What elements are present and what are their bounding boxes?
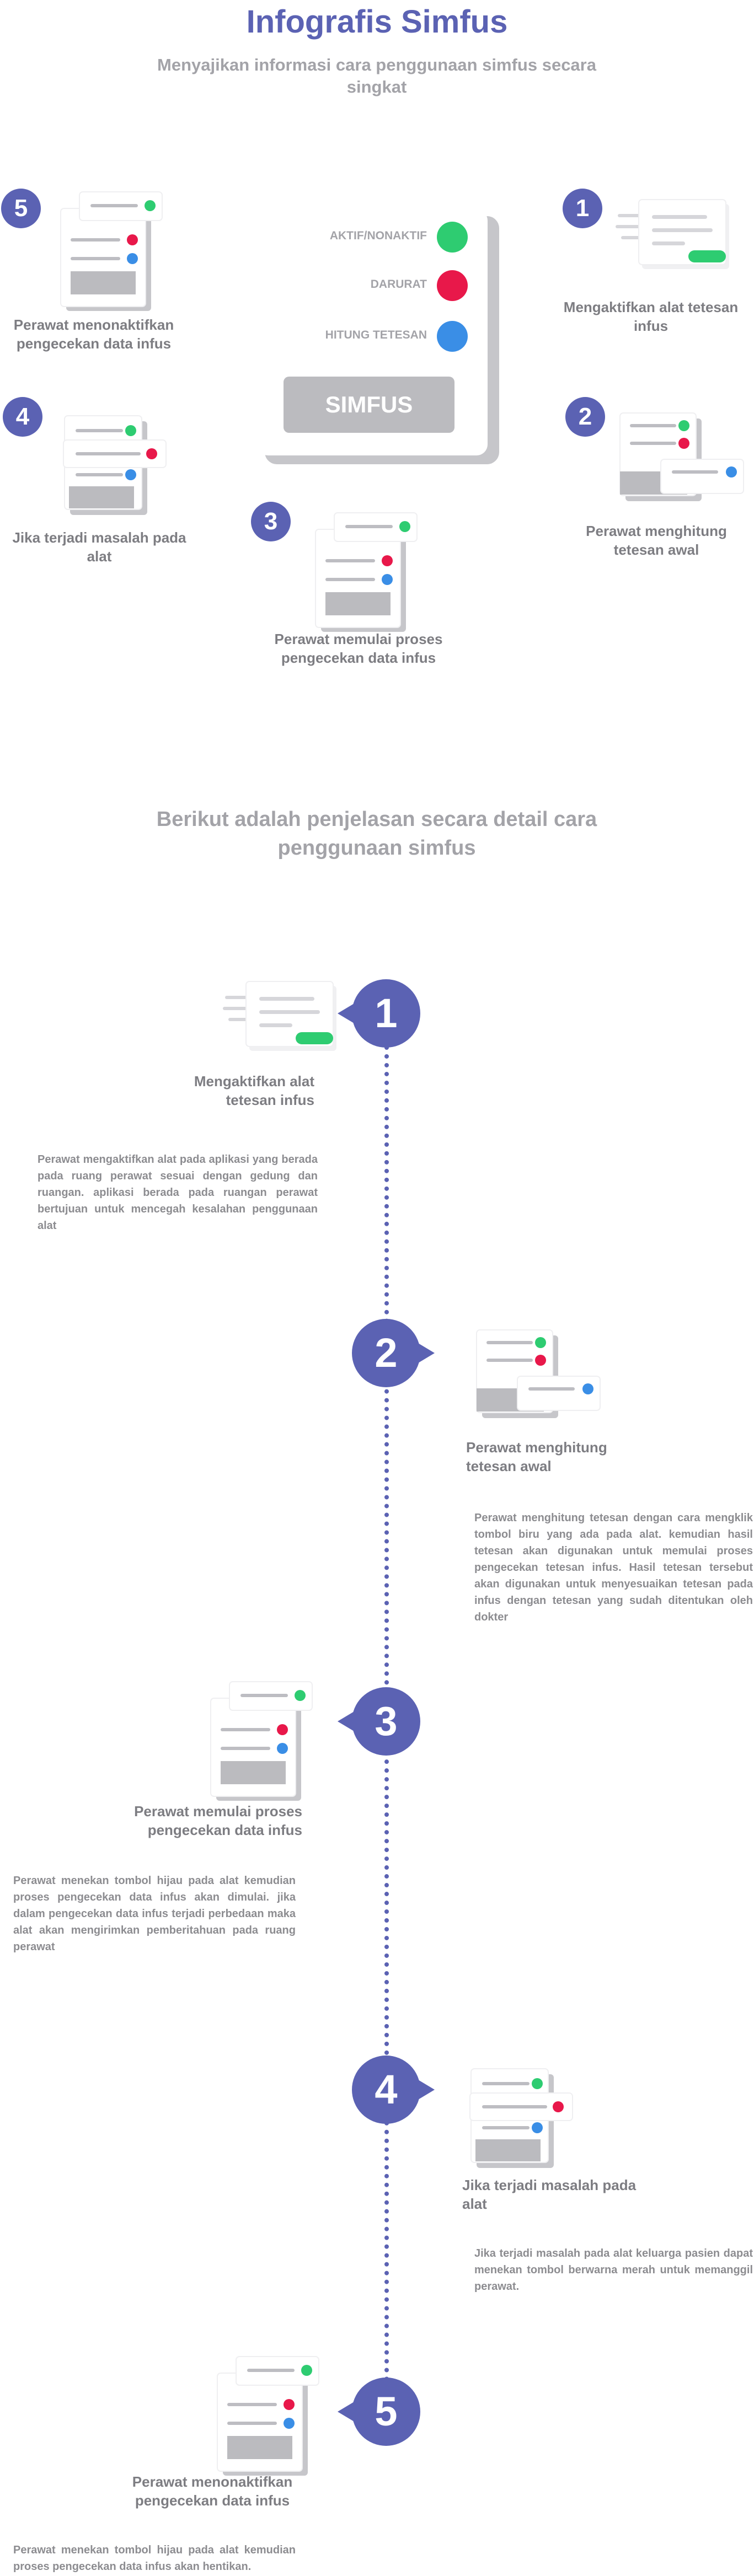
detail-problem-icon (469, 2068, 573, 2169)
overview-step-3-label: Perawat memulai proses pengecekan data i… (274, 631, 443, 666)
device-label-emergency: DARURAT (370, 278, 427, 291)
device-label-count: HITUNG TETESAN (325, 329, 427, 341)
activate-icon (615, 199, 730, 270)
detail-step-3-title: Perawat memulai proses pengecekan data i… (134, 1803, 302, 1838)
overview-step-1-badge: 1 (563, 189, 602, 228)
page-subtitle: Menyajikan informasi cara penggunaan sim… (157, 55, 596, 96)
overview-step-3-badge: 3 (251, 502, 291, 541)
detail-deactivate-icon (217, 2356, 319, 2476)
problem-icon (63, 415, 167, 516)
detail-activate-icon (222, 981, 337, 1051)
overview-step-2-badge: 2 (565, 397, 605, 437)
green-button-icon (437, 222, 468, 253)
device-name-plate: SIMFUS (284, 377, 454, 433)
detail-step-2-title: Perawat menghitung tetesan awal (466, 1439, 607, 1474)
overview-step-4-label: Jika terjadi masalah pada alat (12, 529, 186, 565)
overview-step-5-badge: 5 (1, 189, 41, 228)
detail-count-drops-icon (476, 1329, 601, 1419)
detail-step-4-title: Jika terjadi masalah pada alat (462, 2177, 637, 2212)
detail-step-2-badge: 2 (352, 1319, 435, 1387)
detail-step-4-text: Jika terjadi masalah pada alat keluarga … (474, 2247, 753, 2293)
overview-step-4-badge: 4 (3, 397, 42, 437)
overview-step-2-label: Perawat menghitung tetesan awal (586, 523, 727, 558)
detail-step-1-badge: 1 (338, 979, 420, 1048)
detail-step-2-text: Perawat menghitung tetesan dengan cara m… (474, 1512, 753, 1623)
detail-step-5-title: Perawat menonaktifkan pengecekan data in… (132, 2473, 293, 2509)
deactivate-icon (60, 191, 163, 312)
count-drops-icon (619, 412, 744, 502)
page-title: Infografis Simfus (246, 4, 508, 40)
detail-step-1-title: Mengaktifkan alat tetesan infus (194, 1073, 314, 1108)
detail-step-5-text: Perawat menekan tombol hijau pada alat k… (13, 2544, 296, 2573)
overview-step-1-label: Mengaktifkan alat tetesan infus (563, 299, 739, 334)
red-button-icon (437, 270, 468, 301)
detail-step-4-badge: 4 (352, 2056, 435, 2124)
detail-step-3-text: Perawat menekan tombol hijau pada alat k… (13, 1875, 296, 1953)
detail-step-5-badge: 5 (338, 2378, 420, 2446)
detail-step-3-badge: 3 (338, 1687, 420, 1756)
start-check-icon (315, 512, 418, 632)
overview-step-5-label: Perawat menonaktifkan pengecekan data in… (13, 316, 174, 352)
device-label-active: AKTIF/NONAKTIF (329, 229, 427, 242)
detail-heading: Berikut adalah penjelasan secara detail … (156, 808, 597, 860)
blue-button-icon (437, 321, 468, 352)
detail-step-1-text: Perawat mengaktifkan alat pada aplikasi … (38, 1153, 318, 1232)
detail-start-check-icon (210, 1681, 313, 1801)
